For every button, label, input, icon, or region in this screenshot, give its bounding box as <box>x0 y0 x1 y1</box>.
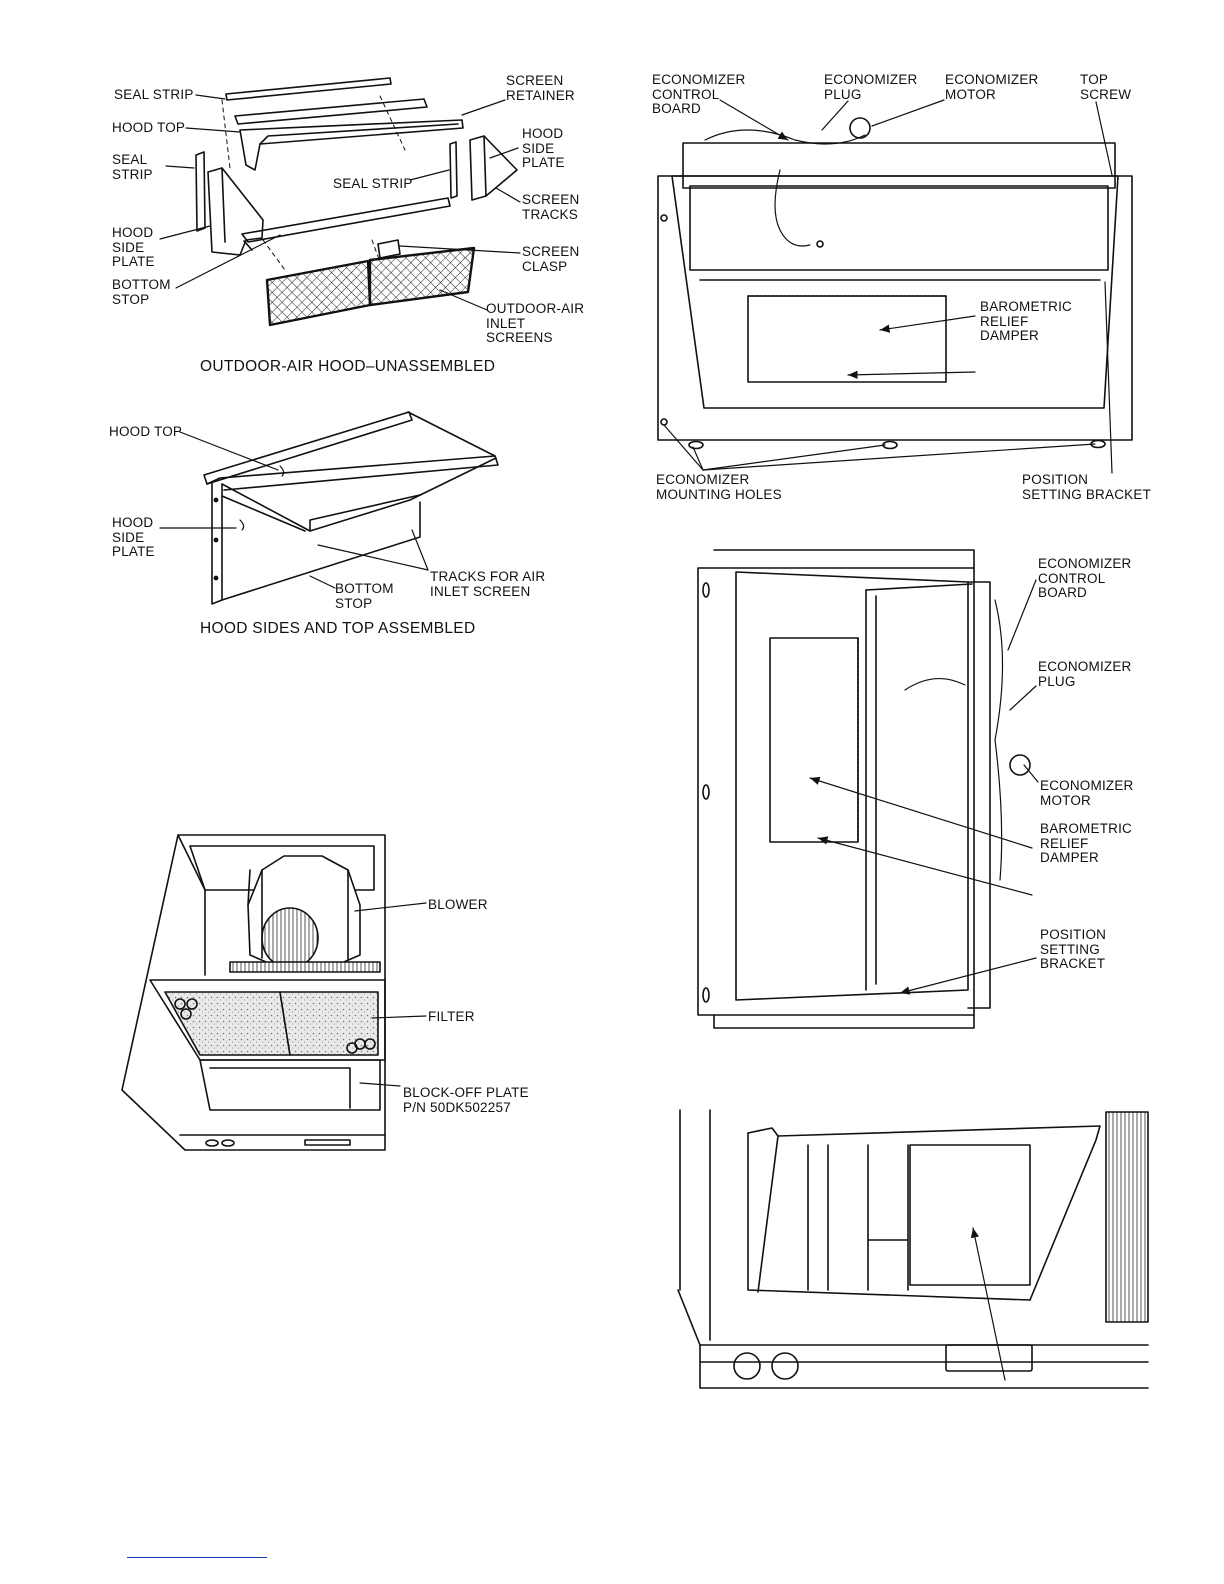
label-position-setting-bracket-side: POSITION SETTING BRACKET <box>1040 927 1107 971</box>
label-economizer-motor-top: ECONOMIZER MOTOR <box>945 72 1039 102</box>
label-hood-side-plate-right: HOOD SIDE PLATE <box>522 126 565 170</box>
label-economizer-control-board-side: ECONOMIZER CONTROL BOARD <box>1038 556 1132 600</box>
caption-hood-assembled: HOOD SIDES AND TOP ASSEMBLED <box>200 620 476 637</box>
economizer-installed-leaders <box>970 1227 1006 1381</box>
label-tracks-for-air-inlet-screen: TRACKS FOR AIR INLET SCREEN <box>430 569 546 599</box>
economizer-side-drawing <box>697 549 1031 1029</box>
label-barometric-relief-damper-side: BAROMETRIC RELIEF DAMPER <box>1040 821 1133 865</box>
blower-unit-drawing <box>121 834 386 1151</box>
label-hood-top-assembled: HOOD TOP <box>109 424 183 439</box>
label-seal-strip-left: SEAL STRIP <box>112 152 153 182</box>
economizer-installed-drawing <box>677 1109 1149 1389</box>
label-top-screw: TOP SCREW <box>1080 72 1132 102</box>
label-barometric-relief-damper-top: BAROMETRIC RELIEF DAMPER <box>980 299 1073 343</box>
label-economizer-mounting-holes: ECONOMIZER MOUNTING HOLES <box>656 472 782 502</box>
label-filter: FILTER <box>428 1009 475 1024</box>
label-blower: BLOWER <box>428 897 488 912</box>
label-block-off-plate: BLOCK-OFF PLATE P/N 50DK502257 <box>403 1085 529 1115</box>
label-hood-side-plate-assembled: HOOD SIDE PLATE <box>112 515 155 559</box>
hood-unassembled-drawing <box>195 77 518 327</box>
label-bottom-stop: BOTTOM STOP <box>112 277 171 307</box>
label-hood-side-plate-left: HOOD SIDE PLATE <box>112 225 155 269</box>
economizer-top-drawing <box>657 117 1133 450</box>
label-economizer-plug-side: ECONOMIZER PLUG <box>1038 659 1132 689</box>
blower-unit-leaders <box>354 902 427 1087</box>
hood-assembled-drawing <box>203 411 499 605</box>
label-position-setting-bracket-top: POSITION SETTING BRACKET <box>1022 472 1152 502</box>
label-outdoor-air-inlet-screens: OUTDOOR-AIR INLET SCREENS <box>486 301 585 345</box>
caption-hood-unassembled: OUTDOOR-AIR HOOD–UNASSEMBLED <box>200 358 496 375</box>
label-economizer-plug-top: ECONOMIZER PLUG <box>824 72 918 102</box>
economizer-side-leaders <box>809 579 1039 995</box>
footer-rule <box>127 1557 267 1558</box>
label-bottom-stop-assembled: BOTTOM STOP <box>335 581 394 611</box>
label-seal-strip-top: SEAL STRIP <box>114 87 194 102</box>
label-screen-clasp: SCREEN CLASP <box>522 244 580 274</box>
label-screen-retainer: SCREEN RETAINER <box>506 73 575 103</box>
hood-assembled-leaders <box>159 431 429 589</box>
economizer-top-leaders <box>663 99 1113 474</box>
label-economizer-control-board-top: ECONOMIZER CONTROL BOARD <box>652 72 746 116</box>
label-seal-strip-mid: SEAL STRIP <box>333 176 413 191</box>
hood-unassembled-leaders <box>159 94 521 311</box>
label-hood-top: HOOD TOP <box>112 120 186 135</box>
label-economizer-motor-side: ECONOMIZER MOTOR <box>1040 778 1134 808</box>
label-screen-tracks: SCREEN TRACKS <box>522 192 580 222</box>
